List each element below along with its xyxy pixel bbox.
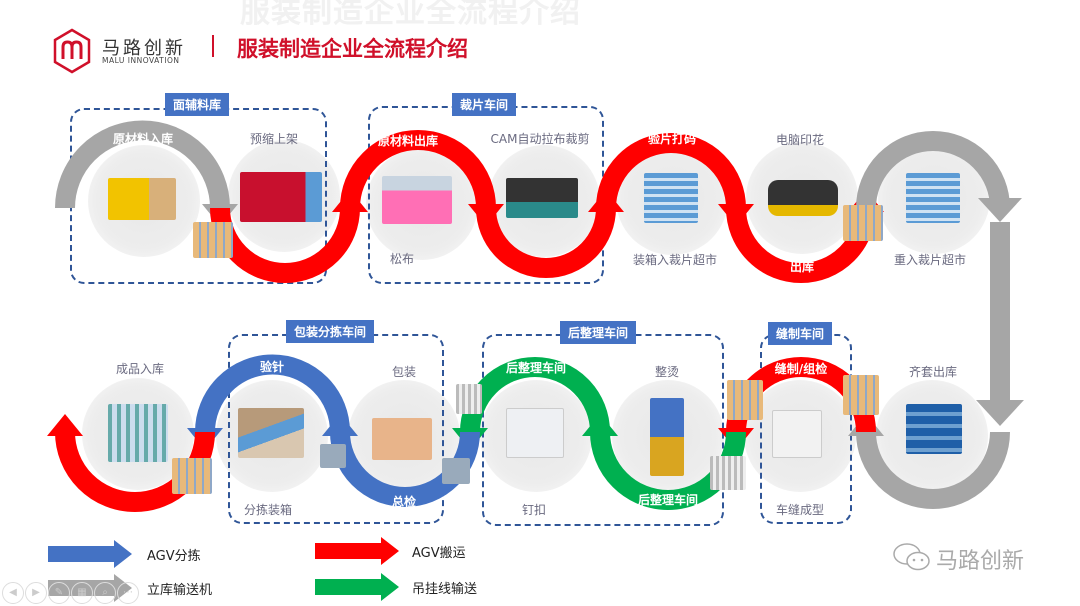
step-button: 钉扣	[521, 503, 547, 517]
zoom-button[interactable]: ⌕	[94, 582, 116, 604]
section-label-fabric: 面辅料库	[165, 93, 230, 116]
slides-overview-button[interactable]: ▦	[71, 582, 93, 604]
prev-slide-button[interactable]: ◀	[2, 582, 24, 604]
malu-logo-icon	[53, 28, 91, 74]
legend-label-agv-sorting: AGV分拣	[147, 549, 201, 564]
step-final-check: 总检	[391, 495, 417, 509]
watermark-text: 马路创新	[936, 549, 1025, 574]
step-cam-cut: CAM自动拉布裁剪	[490, 132, 590, 146]
hanging-line-image	[456, 384, 482, 414]
arc-inspect-mark	[596, 133, 746, 209]
digital-printer-image	[768, 180, 838, 216]
more-options-button[interactable]: ⋯	[117, 582, 139, 604]
legend-label-agv-transport: AGV搬运	[412, 546, 466, 561]
step-reenter-market: 重入裁片超市	[893, 253, 967, 267]
legend-arrow-agv-sorting	[48, 540, 132, 568]
step-finishing-1: 后整理车间	[505, 361, 567, 375]
step-sort-box: 分拣装箱	[243, 503, 293, 517]
section-label-cutting: 裁片车间	[452, 93, 517, 116]
legend-label-conveyor: 立库输送机	[147, 583, 213, 598]
vertical-conveyor-head	[976, 400, 1024, 426]
kit-out-image	[906, 404, 962, 454]
title-shadow: 服装制造企业全流程介绍	[240, 0, 581, 30]
agv-shelf-image	[843, 205, 883, 241]
section-label-sewing: 缝制车间	[768, 322, 833, 345]
legend-label-hanging-line: 吊挂线输送	[412, 582, 478, 597]
agv-shelf-image	[172, 458, 212, 494]
next-slide-button[interactable]: ▶	[25, 582, 47, 604]
step-finishing-2: 后整理车间	[637, 493, 699, 507]
step-sew-check: 缝制/组检	[774, 362, 828, 376]
vertical-conveyor	[990, 222, 1010, 400]
conveyor-image	[320, 444, 346, 468]
step-raw-in: 原材料入库	[112, 132, 174, 146]
hanging-line-image	[710, 456, 746, 490]
ironing-machine-image	[650, 398, 684, 476]
step-box-to-market: 装箱入裁片超市	[632, 253, 718, 267]
section-label-finishing: 后整理车间	[560, 321, 637, 344]
step-digital-print: 电脑印花	[775, 133, 825, 147]
cam-cutter-image	[506, 178, 578, 218]
pen-tool-button[interactable]: ✎	[48, 582, 70, 604]
step-ironing: 整烫	[654, 365, 680, 379]
forklift-image	[108, 178, 176, 220]
button-machine-image	[506, 408, 564, 458]
step-finished-in: 成品入库	[115, 362, 165, 376]
arc-kit-out	[856, 431, 1010, 509]
wechat-icon	[893, 543, 930, 571]
arc-finished-in-head	[47, 414, 83, 436]
step-preshrink: 预缩上架	[249, 132, 299, 146]
step-packing: 包装	[391, 365, 417, 379]
step-sewing: 车缝成型	[775, 503, 825, 517]
vertical-conveyor-top-head	[978, 198, 1022, 222]
sewing-machine-image	[772, 410, 822, 458]
cut-piece-market-image	[644, 173, 698, 223]
legend-arrow-hanging-line	[315, 573, 399, 601]
step-relax: 松布	[389, 252, 415, 266]
page-title: 服装制造企业全流程介绍	[237, 37, 468, 61]
packing-box-image	[372, 418, 432, 460]
arc-raw-out	[340, 130, 496, 209]
step-outbound: 出库	[789, 260, 815, 274]
preshrink-machine-image	[240, 172, 322, 222]
step-needle-check: 验针	[259, 360, 285, 374]
header-divider	[212, 35, 214, 57]
sorting-line-image	[238, 408, 304, 458]
relax-machine-image	[382, 176, 452, 224]
arc-cam-cut	[476, 207, 616, 278]
step-inspect-mark: 验片打码	[647, 132, 697, 146]
agv-shelf-image	[843, 375, 879, 415]
conveyor-image	[442, 458, 470, 484]
brand-name-en: MALU INNOVATION	[102, 56, 180, 65]
brand-name-cn: 马路创新	[102, 38, 186, 59]
agv-shelf-image	[727, 380, 763, 420]
agv-shelf-image	[193, 222, 233, 258]
arc-needle-check	[195, 354, 350, 433]
arc-raw-in	[55, 120, 230, 209]
legend-arrow-agv-transport	[315, 537, 399, 565]
finished-warehouse-image	[108, 404, 168, 462]
step-kit-out: 齐套出库	[908, 365, 958, 379]
section-label-packing: 包装分拣车间	[286, 320, 375, 343]
arc-reenter	[856, 131, 1010, 209]
cut-piece-market-image-2	[906, 173, 960, 223]
step-raw-out: 原材料出库	[377, 134, 439, 148]
